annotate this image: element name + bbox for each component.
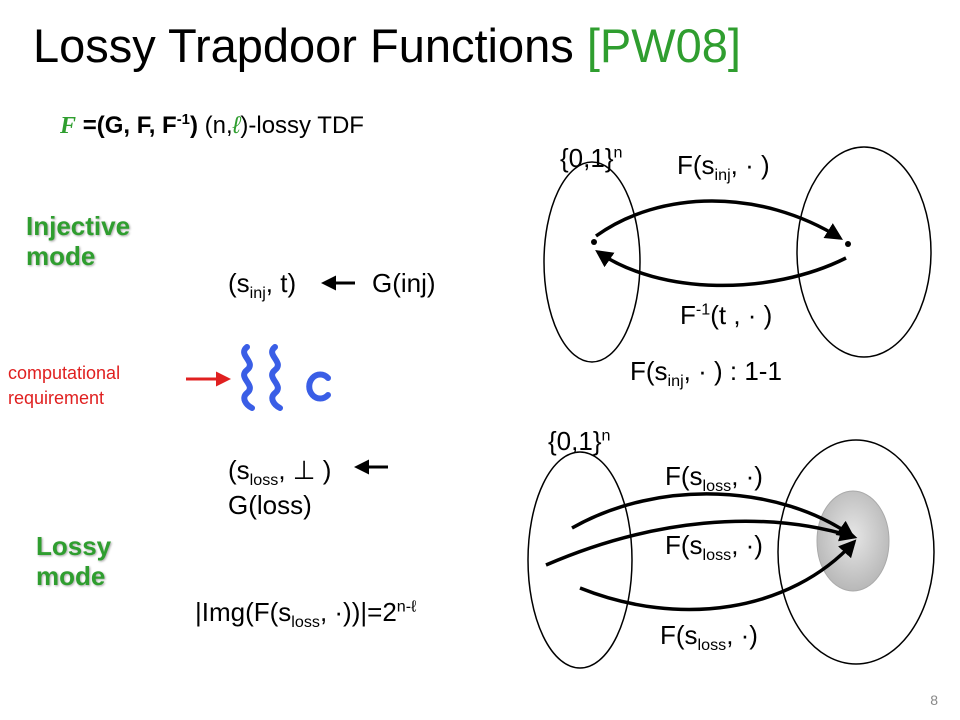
params-suffix: )-lossy TDF xyxy=(240,112,364,139)
injectivity-property: F(sinj, · ) : 1-1 xyxy=(630,356,782,391)
tuple-text: =(G, F, F xyxy=(82,112,177,139)
img-open: |Img(F(s xyxy=(195,597,292,627)
lossy-generator: G(loss) xyxy=(228,490,312,520)
top-diagram xyxy=(543,146,932,363)
map2-sub: loss xyxy=(702,546,732,565)
map1-close: , ·) xyxy=(731,461,763,491)
top-domain-text: {0,1} xyxy=(560,143,614,173)
injective-key-pair: (sinj, t) xyxy=(228,268,296,303)
bottom-domain-text: {0,1} xyxy=(548,426,602,456)
lossy-key-sub: loss xyxy=(249,471,279,490)
lossy-arrow-3 xyxy=(579,539,857,612)
map3-sub: loss xyxy=(697,636,727,655)
bottom-domain-label: {0,1}n xyxy=(548,426,610,457)
fwd-open: F(s xyxy=(677,150,715,180)
page-number: 8 xyxy=(930,692,938,708)
note-line-2: requirement xyxy=(8,388,105,409)
lossy-image-blob xyxy=(816,490,890,592)
map1-sub: loss xyxy=(702,477,732,496)
inv-close: (t , · ) xyxy=(710,300,773,330)
inv-sup: -1 xyxy=(695,300,711,319)
bottom-domain-sup: n xyxy=(601,426,611,445)
ltdf-definition: F =(G, F, F-1) (n,ℓ)-lossy TDF xyxy=(60,112,364,140)
forward-map-label: F(sinj, · ) xyxy=(677,150,770,185)
lossy-mode-label: Lossy mode xyxy=(36,531,112,591)
fwd-close: , · ) xyxy=(730,150,770,180)
bottom-symbol: ⊥ xyxy=(292,455,316,485)
image-size-formula: |Img(F(sloss, ·))|=2n-ℓ xyxy=(195,597,416,632)
top-domain-sup: n xyxy=(613,143,623,162)
family-symbol: F xyxy=(60,113,77,139)
map1-open: F(s xyxy=(665,461,703,491)
lossy-key-close: ) xyxy=(322,455,332,485)
top-domain-ellipse xyxy=(543,161,641,363)
title-main: Lossy Trapdoor Functions xyxy=(33,19,574,72)
lossy-key-open: (s xyxy=(228,455,250,485)
fwd-sub: inj xyxy=(714,166,731,185)
inverse-map-label: F-1(t , · ) xyxy=(680,300,772,331)
lossy-key-pair: (sloss, ⊥ ) xyxy=(228,455,331,490)
key-open: (s xyxy=(228,268,250,298)
approx-equal-c-symbol-icon xyxy=(241,344,331,411)
key-rest: , t) xyxy=(265,268,297,298)
prop-close: , · ) : 1-1 xyxy=(683,356,782,386)
bottom-range-ellipse xyxy=(777,439,935,665)
lossy-arrow-1 xyxy=(571,492,855,539)
lossy-key-rest: , xyxy=(278,455,286,485)
computational-requirement-note: computational requirement xyxy=(8,361,120,411)
injective-generator: G(inj) xyxy=(372,268,436,298)
top-range-point xyxy=(845,241,851,247)
ell-symbol: ℓ xyxy=(232,112,241,139)
bottom-diagram xyxy=(527,439,935,669)
tuple-sup: -1 xyxy=(176,112,190,128)
key-sub: inj xyxy=(249,284,266,303)
inverse-arrow xyxy=(595,250,847,288)
img-sup: n-ℓ xyxy=(396,597,417,616)
map2-close: , ·) xyxy=(731,530,763,560)
img-middle: , ·))|=2 xyxy=(319,597,397,627)
top-domain-label: {0,1}n xyxy=(560,143,622,174)
map3-close: , ·) xyxy=(726,620,758,650)
img-sub: loss xyxy=(291,613,320,632)
bottom-domain-ellipse xyxy=(527,451,633,669)
forward-arrow xyxy=(594,199,843,240)
map2-open: F(s xyxy=(665,530,703,560)
top-range-ellipse xyxy=(796,146,932,358)
top-domain-point xyxy=(591,239,597,245)
slide-title: Lossy Trapdoor Functions [PW08] xyxy=(33,18,741,73)
injective-mode-label: Injective mode xyxy=(26,211,131,271)
lossy-map-label-2: F(sloss, ·) xyxy=(665,530,763,565)
map3-open: F(s xyxy=(660,620,698,650)
tuple-close: ) xyxy=(189,112,198,139)
lossy-map-label-3: F(sloss, ·) xyxy=(660,620,758,655)
prop-sub: inj xyxy=(667,372,684,391)
lossy-arrow-2 xyxy=(545,519,858,567)
note-line-1: computational xyxy=(8,363,121,383)
lossy-map-label-1: F(sloss, ·) xyxy=(665,461,763,496)
params-text: (n, xyxy=(204,112,233,139)
inv-open: F xyxy=(680,300,696,330)
prop-open: F(s xyxy=(630,356,668,386)
title-reference: [PW08] xyxy=(586,19,741,72)
